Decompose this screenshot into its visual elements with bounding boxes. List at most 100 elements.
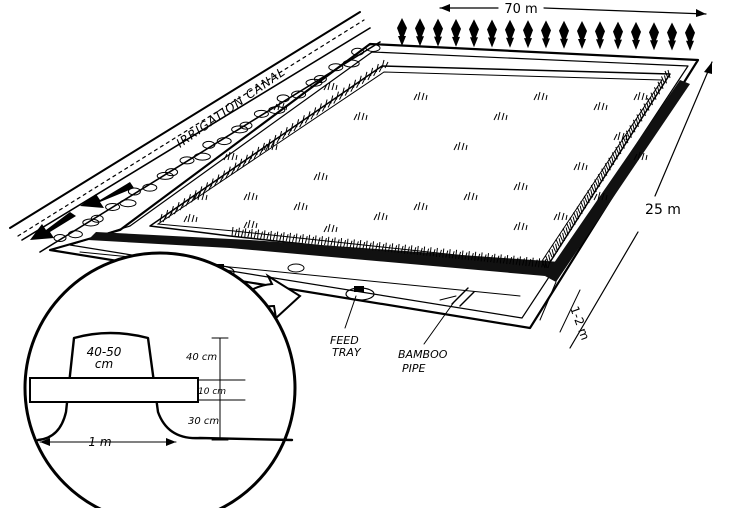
grass-fringe [352, 239, 359, 249]
grass-fringe [442, 248, 449, 258]
canal-stone [193, 152, 211, 161]
canal-gap-label: 1-2 m [567, 304, 592, 342]
grass-fringe [622, 135, 629, 144]
grass-tuft [613, 131, 628, 141]
bamboo-pipe [439, 287, 475, 307]
grass-fringe [381, 59, 389, 69]
dimension-70m: 70 m [439, 2, 707, 17]
grass-fringe [340, 238, 347, 248]
cross-section-inset: 40-50 cm 40 cm 10 cm 30 cm 1 m [23, 251, 297, 508]
grass-fringe [308, 234, 315, 244]
tree-icon [577, 21, 587, 49]
tree-row [397, 18, 695, 51]
grass-fringe [657, 80, 664, 90]
grass-tuft [373, 211, 388, 221]
grass-fringe [397, 243, 404, 254]
grass-fringe [629, 124, 636, 133]
grass-fringe [583, 194, 590, 204]
grass-tuft [463, 191, 478, 201]
tree-icon [487, 19, 497, 48]
grass-fringe [597, 173, 604, 182]
grass-tuft [323, 81, 338, 91]
grass-fringe [661, 75, 667, 84]
bamboo-pipe-label-2: PIPE [402, 362, 426, 375]
grass-fringe [276, 231, 283, 241]
grass-fringe [562, 227, 569, 236]
grass-fringe [499, 254, 506, 264]
grass-tuft [593, 191, 608, 201]
height-below-label: 30 cm [188, 416, 219, 427]
grass-tuft [513, 181, 528, 191]
canal-stone [142, 183, 158, 192]
grass-fringe [359, 240, 366, 250]
grass-fringe [416, 245, 423, 256]
canal-stones [53, 44, 381, 242]
grass-tuft [513, 221, 528, 231]
grass-fringe [573, 211, 580, 220]
leader-lines [344, 295, 455, 345]
grass-tuft [413, 91, 428, 101]
grass-fringe [643, 102, 650, 111]
grass-tuft [573, 161, 588, 171]
canal-stone [291, 90, 307, 99]
canal-stone [313, 75, 327, 84]
canal-stone [127, 187, 141, 196]
grass-fringe [525, 256, 532, 267]
tree-icon [649, 22, 659, 51]
grass-fringe [301, 234, 308, 244]
grass-tuft [493, 111, 508, 121]
tree-icon [433, 18, 443, 47]
canal-stone [276, 94, 290, 103]
grass-tuft [353, 111, 368, 121]
tree-icon [451, 18, 461, 47]
grass-fringe [506, 255, 513, 265]
canal-stone [342, 59, 360, 68]
canal-stone [165, 168, 179, 177]
grass-fringe [480, 252, 487, 262]
bamboo-pipe-label-1: BAMBOO [398, 348, 448, 361]
grass-fringe [566, 221, 573, 231]
tree-icon [415, 18, 425, 47]
grass-fringe [587, 189, 594, 198]
grass-tuft [273, 101, 288, 111]
canal-stone [105, 202, 121, 211]
grass-fringe [461, 250, 468, 260]
grass-fringe [250, 228, 257, 239]
grass-fringe [512, 255, 519, 265]
grass-tuft [593, 101, 608, 111]
grass-fringe [576, 205, 583, 214]
grass-tuft [633, 151, 648, 161]
grass-fringe [455, 249, 462, 259]
tree-icon [631, 21, 641, 50]
tree-icon [595, 21, 605, 50]
canal-stone [67, 230, 83, 239]
canal-stone [90, 214, 104, 223]
canal-stone [253, 109, 269, 118]
grass-fringe [636, 113, 643, 122]
canal-stone [53, 234, 67, 242]
grass-fringe [552, 243, 559, 252]
grass-fringe [295, 233, 302, 243]
grass-fringe [333, 237, 340, 247]
canal-stone [328, 63, 344, 72]
grass-fringe [314, 235, 321, 245]
grass-fringe [545, 254, 551, 263]
grass-fringe [639, 107, 646, 117]
grass-fringe [608, 156, 615, 166]
grass-fringe [625, 129, 632, 138]
grass-fringe [601, 167, 608, 176]
canal-stone [202, 140, 216, 149]
tree-icon [667, 22, 677, 51]
grass-fringe [653, 86, 660, 95]
grass-fringe [320, 236, 327, 246]
grass-fringe [569, 216, 576, 225]
grass-fringe [288, 232, 295, 243]
grass-fringe [448, 249, 455, 259]
grass-fringe [604, 162, 611, 171]
canal-stone [119, 199, 137, 208]
grass-fringe [378, 241, 385, 252]
grass-fringe [559, 232, 566, 242]
grass-tuft [633, 91, 648, 101]
